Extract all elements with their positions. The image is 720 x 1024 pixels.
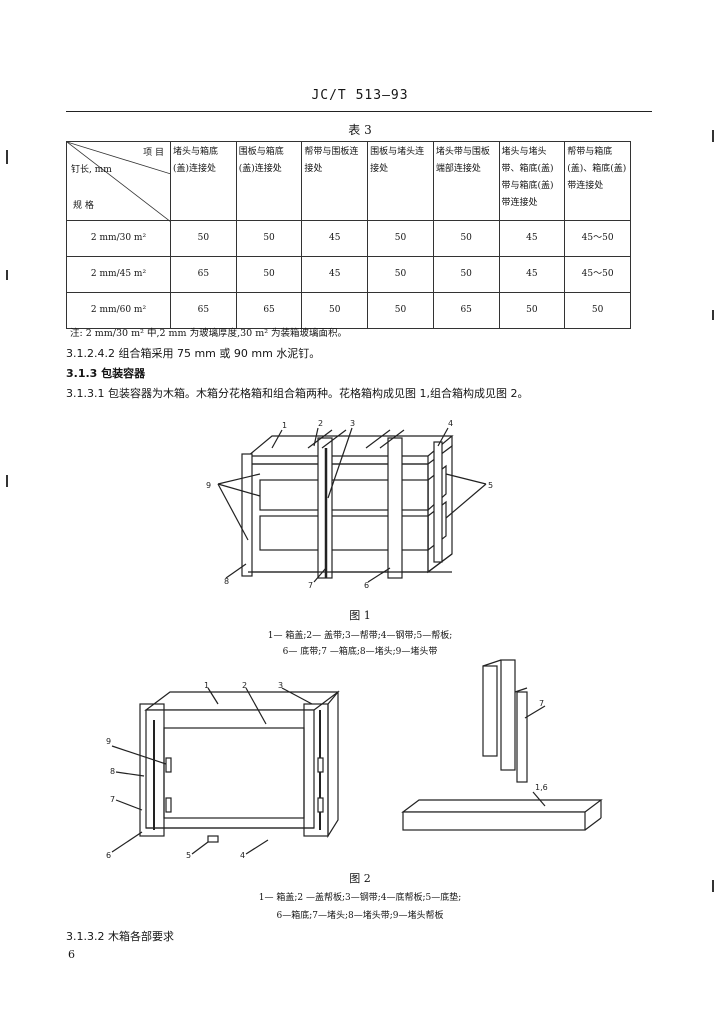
page-number: 6	[68, 948, 75, 961]
scan-mark	[712, 880, 714, 892]
column-header: 堵头与箱底(盖)连接处	[170, 141, 237, 221]
fig1-label-3: 3	[350, 419, 355, 428]
row-spec: 2 mm/30 m²	[66, 220, 171, 257]
fig2-label-8: 8	[110, 767, 115, 776]
table-corner-cell: 项 目 钉长, mm 规 格	[66, 141, 171, 222]
table-cell: 45	[301, 220, 369, 257]
table-cell: 50	[564, 292, 631, 329]
fig1-label-4: 4	[448, 419, 453, 428]
fig2-label-2: 2	[242, 681, 247, 690]
table-row: 2 mm/60 m² 65 65 50 50 65 50 50	[66, 292, 631, 329]
table-cell: 65	[170, 256, 237, 293]
figure-1-legend-line-1: 1— 箱盖;2— 盖带;3—帮带;4—钢带;5—帮板;	[267, 631, 453, 641]
column-header: 围板与箱底(盖)连接处	[235, 141, 303, 221]
table-cell: 45～50	[564, 256, 631, 293]
column-header: 堵头带与围板端部连接处	[432, 141, 500, 221]
figure-1-legend-line-2: 6— 底带;7 —箱底;8—堵头;9—堵头带	[282, 647, 438, 657]
table-caption: 表 3	[348, 123, 372, 137]
table-cell: 45	[498, 256, 566, 293]
section-heading-3-1-3: 3.1.3 包装容器	[66, 367, 146, 380]
clause-3-1-3-1: 3.1.3.1 包装容器为木箱。木箱分花格箱和组合箱两种。花格箱构成见图 1,组…	[66, 387, 529, 400]
fig2-label-1: 1	[204, 681, 209, 690]
column-header: 堵头与堵头带、箱底(盖)带与箱底(盖)带连接处	[498, 141, 566, 221]
table-cell: 50	[432, 220, 500, 257]
fig2-label-7: 7	[110, 795, 115, 804]
row-spec: 2 mm/45 m²	[66, 256, 171, 293]
figure-2-legend-line-1: 1— 箱盖;2 —盖帮板;3—钢带;4—底帮板;5—底垫;	[258, 893, 462, 903]
row-spec: 2 mm/60 m²	[66, 292, 171, 329]
scan-mark	[6, 150, 8, 164]
fig2-label-5: 5	[186, 851, 191, 860]
figure-1-caption: 图 1	[349, 609, 371, 622]
table-header-row: 项 目 钉长, mm 规 格 堵头与箱底(盖)连接处 围板与箱底(盖)连接处 帮…	[66, 141, 631, 222]
fig1-label-2: 2	[318, 419, 323, 428]
table-cell: 65	[235, 292, 303, 329]
table-cell: 50	[235, 256, 303, 293]
clause-3-1-2-4-2: 3.1.2.4.2 组合箱采用 75 mm 或 90 mm 水泥钉。	[66, 347, 321, 360]
column-header: 帮带与围板连接处	[301, 141, 369, 221]
clause-3-1-3-2: 3.1.3.2 木箱各部要求	[66, 930, 174, 943]
fig1-label-7: 7	[308, 581, 313, 590]
table-cell: 50	[432, 256, 500, 293]
table-cell: 50	[367, 292, 434, 329]
scan-mark	[6, 270, 8, 280]
figure-2-assembled-crate: 1 2 3 9 8 7 6 5 4	[106, 681, 340, 860]
fig1-label-9: 9	[206, 481, 211, 490]
table-cell: 50	[367, 256, 434, 293]
table-cell: 50	[170, 220, 237, 257]
table-cell: 45～50	[564, 220, 631, 257]
figure-2-detail-parts: 7 1,6	[401, 659, 603, 831]
table-cell: 65	[432, 292, 500, 329]
figure-2-caption: 图 2	[349, 872, 371, 885]
fig2-label-9: 9	[106, 737, 111, 746]
column-header: 围板与堵头连接处	[367, 141, 434, 221]
table-cell: 50	[367, 220, 434, 257]
corner-spec-label: 规 格	[73, 201, 94, 211]
header-rule	[66, 111, 652, 112]
figure-2-legend-line-2: 6—箱底;7—堵头;8—堵头带;9—堵头帮板	[276, 911, 444, 921]
fig2-label-3: 3	[278, 681, 283, 690]
fig1-label-1: 1	[282, 421, 287, 430]
table-cell: 65	[170, 292, 237, 329]
fig1-label-6: 6	[364, 581, 369, 590]
table-row: 2 mm/45 m² 65 50 45 50 50 45 45～50	[66, 256, 631, 293]
table-note: 注: 2 mm/30 m² 中,2 mm 为玻璃厚度,30 m² 为装箱玻璃面积…	[70, 328, 348, 339]
table-cell: 45	[498, 220, 566, 257]
fig2-detail-label-7: 7	[539, 699, 544, 708]
fig2-label-6: 6	[106, 851, 111, 860]
column-header: 帮带与箱底(盖)、箱底(盖)带连接处	[564, 141, 631, 221]
scan-mark	[712, 130, 714, 142]
standard-code-header: JC/T 513—93	[311, 88, 409, 103]
nail-length-table: 项 目 钉长, mm 规 格 堵头与箱底(盖)连接处 围板与箱底(盖)连接处 帮…	[66, 141, 631, 329]
fig1-label-5: 5	[488, 481, 493, 490]
fig2-label-4: 4	[240, 851, 245, 860]
corner-item-label: 项 目	[143, 148, 164, 158]
table-row: 2 mm/30 m² 50 50 45 50 50 45 45～50	[66, 220, 631, 257]
corner-nail-length-label: 钉长, mm	[71, 165, 112, 175]
table-cell: 50	[301, 292, 369, 329]
fig1-label-8a: 8	[224, 577, 229, 586]
table-cell: 45	[301, 256, 369, 293]
scan-mark	[6, 475, 8, 487]
scan-mark	[712, 310, 714, 320]
figure-1-lattice-crate: 1 2 3 4 5 8 7 6 9	[206, 419, 493, 590]
table-cell: 50	[498, 292, 566, 329]
corner-diagonals	[67, 142, 171, 222]
fig2-detail-label-1-6: 1,6	[535, 783, 548, 792]
table-cell: 50	[235, 220, 303, 257]
